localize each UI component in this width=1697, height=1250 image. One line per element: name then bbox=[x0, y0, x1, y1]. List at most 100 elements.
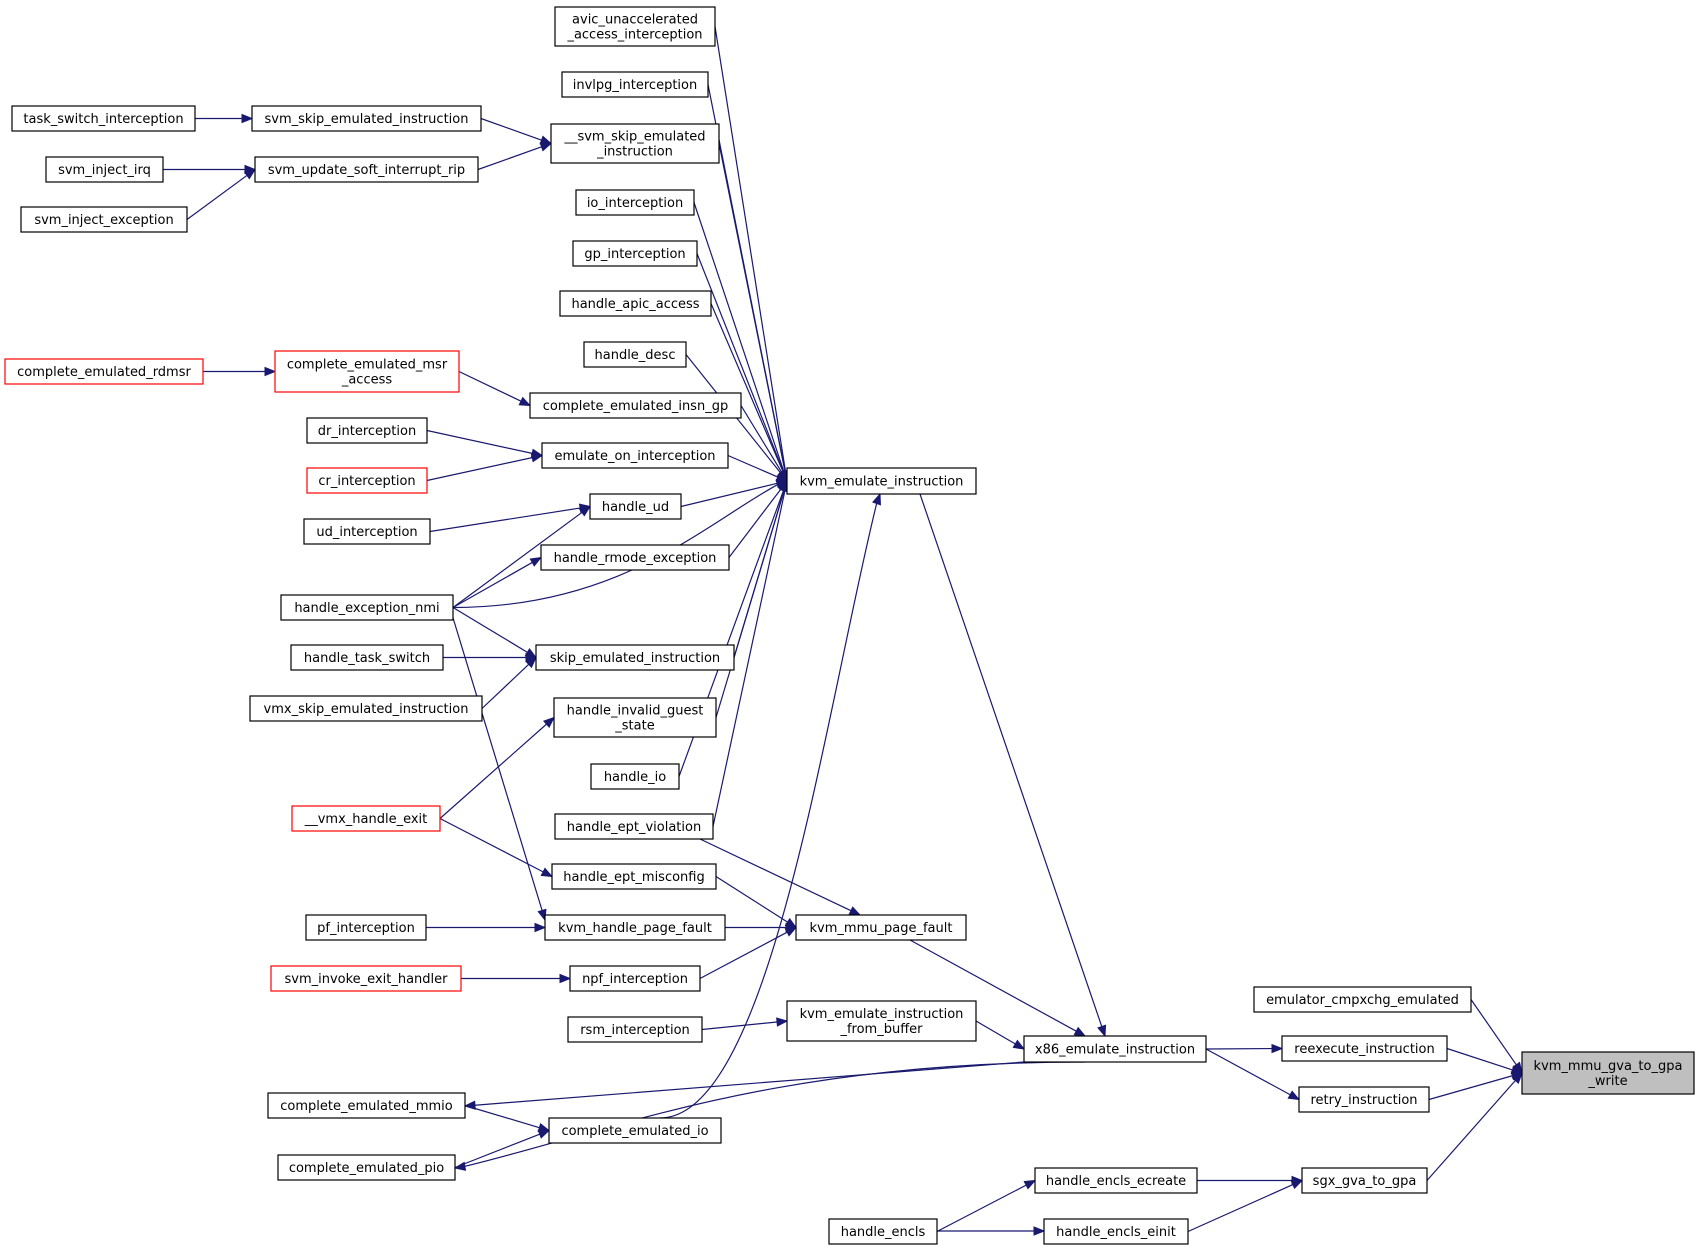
edge-emul_buf-to-x86 bbox=[975, 1020, 1026, 1050]
node-emul-buf[interactable]: kvm_emulate_instruction_from_buffer bbox=[786, 1000, 977, 1042]
edge-line bbox=[1428, 1075, 1513, 1101]
arrowhead bbox=[1073, 1026, 1087, 1037]
node-box bbox=[575, 189, 695, 216]
arrowhead bbox=[1023, 1179, 1037, 1190]
edge-c_pio-to-c_io bbox=[454, 1129, 551, 1169]
node-vmx-exit[interactable]: __vmx_handle_exit bbox=[291, 805, 441, 832]
arrowhead bbox=[776, 1017, 789, 1027]
node-svm-exc[interactable]: svm_inject_exception bbox=[20, 206, 188, 233]
node-label: handle_io bbox=[604, 770, 666, 785]
node-label: complete_emulated_mmio bbox=[280, 1099, 452, 1114]
edge-line bbox=[464, 1104, 540, 1129]
node-c-mmio[interactable]: complete_emulated_mmio bbox=[267, 1092, 466, 1119]
edge-vmx_exit-to-invalid_guest bbox=[439, 716, 556, 819]
arrowhead bbox=[1033, 1226, 1046, 1236]
node-retry[interactable]: retry_instruction bbox=[1298, 1086, 1430, 1113]
node-ept-mis[interactable]: handle_ept_misconfig bbox=[551, 863, 717, 890]
arrowhead bbox=[264, 366, 277, 377]
edge-exc_nmi-to-ud bbox=[452, 505, 592, 608]
node-invalid-guest[interactable]: handle_invalid_guest_state bbox=[553, 697, 717, 738]
node-npf[interactable]: npf_interception bbox=[569, 965, 701, 992]
node-ud[interactable]: handle_ud bbox=[589, 493, 682, 520]
node-dr-int[interactable]: dr_interception bbox=[306, 417, 428, 444]
node-label: retry_instruction bbox=[1310, 1093, 1417, 1108]
node-box bbox=[291, 805, 441, 832]
node-box bbox=[567, 1016, 703, 1043]
node-encls-ecreate[interactable]: handle_encls_ecreate bbox=[1034, 1167, 1198, 1194]
node-box bbox=[290, 644, 444, 671]
node-invlpg[interactable]: invlpg_interception bbox=[561, 71, 709, 98]
node-rmode[interactable]: handle_rmode_exception bbox=[540, 544, 730, 571]
node-c-io[interactable]: complete_emulated_io bbox=[548, 1117, 722, 1144]
node-reexec[interactable]: reexecute_instruction bbox=[1281, 1035, 1448, 1062]
edge-c_io-to-kvm_emul bbox=[659, 492, 881, 1119]
node-mmu-pf[interactable]: kvm_mmu_page_fault bbox=[795, 914, 967, 941]
node-gp-int[interactable]: gp_interception bbox=[572, 240, 698, 267]
node-pf-int[interactable]: pf_interception bbox=[305, 914, 427, 941]
node-encls-einit[interactable]: handle_encls_einit bbox=[1043, 1218, 1189, 1245]
node-task-sw-int[interactable]: task_switch_interception bbox=[11, 105, 196, 132]
arrowhead bbox=[784, 926, 798, 937]
node-svm-soft[interactable]: svm_update_soft_interrupt_rip bbox=[254, 156, 479, 183]
edge-line bbox=[696, 253, 784, 472]
edge-task_sw-to-skip bbox=[443, 652, 538, 663]
node-box bbox=[569, 965, 701, 992]
node-msr-acc[interactable]: complete_emulated_msr_access bbox=[274, 350, 460, 393]
node-avic[interactable]: avic_unaccelerated_access_interception bbox=[554, 6, 716, 47]
arrowhead bbox=[534, 922, 547, 933]
node-svm-skip[interactable]: svm_skip_emulated_instruction bbox=[251, 105, 482, 132]
node-target[interactable]: kvm_mmu_gva_to_gpa_write bbox=[1521, 1051, 1695, 1095]
arrowhead bbox=[1097, 1024, 1107, 1038]
node-box bbox=[583, 341, 687, 368]
edge-line bbox=[715, 490, 785, 718]
edge-encls_ecreate-to-sgx bbox=[1197, 1175, 1304, 1186]
edge-line bbox=[477, 146, 542, 171]
node-exc-nmi[interactable]: handle_exception_nmi bbox=[280, 594, 454, 621]
edge-line bbox=[659, 503, 878, 1119]
node-box bbox=[529, 392, 742, 419]
node-label: __vmx_handle_exit bbox=[304, 812, 428, 827]
node-label: reexecute_instruction bbox=[1294, 1042, 1434, 1057]
node-ud-int[interactable]: ud_interception bbox=[303, 518, 431, 545]
node-box bbox=[1301, 1167, 1428, 1194]
node-kvm-hpf[interactable]: kvm_handle_page_fault bbox=[544, 914, 726, 941]
node-cmpxchg[interactable]: emulator_cmpxchg_emulated bbox=[1253, 986, 1472, 1013]
node-task-sw[interactable]: handle_task_switch bbox=[290, 644, 444, 671]
node-rsm[interactable]: rsm_interception bbox=[567, 1016, 703, 1043]
node-apic[interactable]: handle_apic_access bbox=[559, 290, 712, 317]
node-insn-gp[interactable]: complete_emulated_insn_gp bbox=[529, 392, 742, 419]
node-rdmsr[interactable]: complete_emulated_rdmsr bbox=[4, 358, 204, 385]
node-cr-int[interactable]: cr_interception bbox=[306, 467, 428, 494]
node-svm-invoke[interactable]: svm_invoke_exit_handler bbox=[270, 965, 462, 992]
node-box bbox=[303, 518, 431, 545]
node-label: complete_emulated_insn_gp bbox=[543, 399, 728, 414]
node-box bbox=[590, 763, 680, 790]
node-skip[interactable]: skip_emulated_instruction bbox=[535, 644, 735, 671]
node-label: _instruction bbox=[596, 145, 673, 160]
node-svm-skip-emul[interactable]: __svm_skip_emulated_instruction bbox=[550, 123, 720, 164]
node-box bbox=[553, 697, 717, 738]
node-desc[interactable]: handle_desc bbox=[583, 341, 687, 368]
node-vmx-skip[interactable]: vmx_skip_emulated_instruction bbox=[249, 695, 483, 722]
node-c-pio[interactable]: complete_emulated_pio bbox=[277, 1154, 456, 1181]
node-kvm-emul[interactable]: kvm_emulate_instruction bbox=[786, 467, 977, 495]
edge-line bbox=[727, 454, 779, 478]
node-sgx[interactable]: sgx_gva_to_gpa bbox=[1301, 1167, 1428, 1194]
node-box bbox=[251, 105, 482, 132]
node-emul-on-int[interactable]: emulate_on_interception bbox=[541, 442, 729, 469]
node-label: complete_emulated_pio bbox=[289, 1161, 444, 1176]
node-x86[interactable]: x86_emulate_instruction bbox=[1023, 1035, 1207, 1063]
edge-line bbox=[449, 607, 543, 911]
node-hio[interactable]: handle_io bbox=[590, 763, 680, 790]
edge-pf_int-to-kvm_hpf bbox=[426, 922, 547, 933]
edge-encls-to-encls_ecreate bbox=[936, 1179, 1037, 1233]
node-svm-irq[interactable]: svm_inject_irq bbox=[45, 156, 164, 183]
node-label: vmx_skip_emulated_instruction bbox=[264, 702, 469, 717]
edge-line bbox=[699, 931, 788, 980]
node-encls[interactable]: handle_encls bbox=[828, 1218, 938, 1245]
node-label: dr_interception bbox=[318, 424, 416, 439]
node-io-int[interactable]: io_interception bbox=[575, 189, 695, 216]
edge-line bbox=[464, 1061, 1086, 1167]
node-ept-viol[interactable]: handle_ept_violation bbox=[554, 813, 714, 840]
